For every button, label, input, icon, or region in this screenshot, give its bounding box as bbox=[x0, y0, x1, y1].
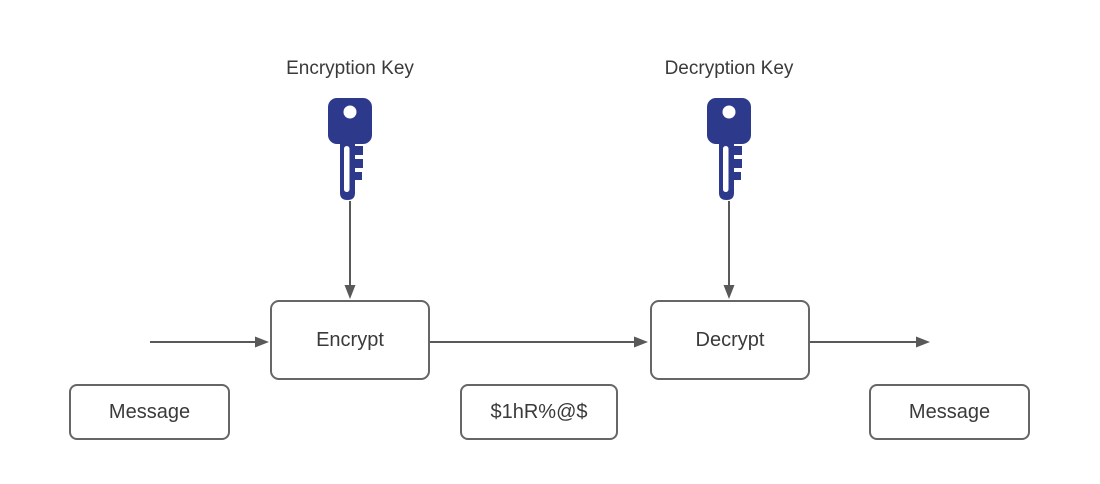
arrow-input-to-encrypt bbox=[150, 336, 269, 348]
arrow-encryption-key-to-encrypt bbox=[344, 201, 356, 299]
decryption-key-label: Decryption Key bbox=[664, 58, 794, 79]
arrowhead-icon bbox=[344, 285, 356, 299]
encrypt-node-label: Encrypt bbox=[316, 328, 384, 351]
arrowhead-icon bbox=[255, 336, 269, 348]
encryption-key-icon bbox=[328, 98, 372, 200]
decrypt-node: Decrypt bbox=[650, 300, 810, 380]
key-hole bbox=[343, 105, 357, 119]
encrypt-node: Encrypt bbox=[270, 300, 430, 380]
key-shaft bbox=[340, 138, 363, 200]
arrow-decryption-key-to-decrypt bbox=[723, 201, 735, 299]
ciphertext-node: $1hR%@$ bbox=[460, 384, 618, 440]
arrow-decrypt-to-output bbox=[810, 336, 930, 348]
message-input-label: Message bbox=[108, 400, 191, 423]
arrowhead-icon bbox=[916, 336, 930, 348]
arrowhead-icon bbox=[634, 336, 648, 348]
decrypt-node-label: Decrypt bbox=[695, 328, 765, 351]
key-hole bbox=[722, 105, 736, 119]
key-slot bbox=[723, 146, 729, 192]
message-output-node: Message bbox=[869, 384, 1030, 440]
message-input-node: Message bbox=[69, 384, 230, 440]
key-shaft bbox=[719, 138, 742, 200]
message-output-label: Message bbox=[908, 400, 991, 423]
ciphertext-label: $1hR%@$ bbox=[490, 400, 588, 423]
key-slot bbox=[344, 146, 350, 192]
key-head bbox=[707, 98, 751, 144]
arrow-encrypt-to-decrypt bbox=[430, 336, 648, 348]
arrowhead-icon bbox=[723, 285, 735, 299]
encryption-key-label: Encryption Key bbox=[286, 58, 414, 79]
decryption-key-icon bbox=[707, 98, 751, 200]
key-head bbox=[328, 98, 372, 144]
